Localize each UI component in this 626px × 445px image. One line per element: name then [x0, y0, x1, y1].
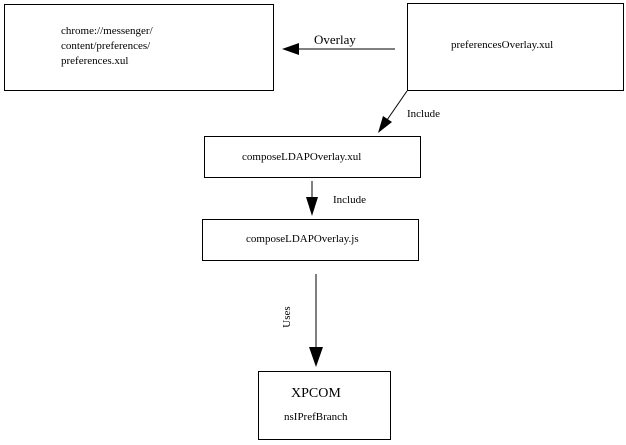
include-arrow-1-line — [386, 90, 408, 121]
include-arrowhead-1 — [378, 116, 392, 133]
uses-edge-label: Uses — [281, 306, 293, 328]
compose-ldap-js-box: composeLDAPOverlay.js — [202, 219, 419, 261]
compose-ldap-xul-label: composeLDAPOverlay.xul — [242, 151, 362, 163]
preferences-overlay-label: preferencesOverlay.xul — [451, 39, 554, 51]
compose-ldap-js-label: composeLDAPOverlay.js — [246, 233, 359, 245]
xpcom-box: XPCOM nsIPrefBranch — [258, 371, 391, 440]
chrome-url-line-1: chrome://messenger/ — [61, 25, 153, 37]
chrome-url-line-2: content/preferences/ — [61, 40, 151, 52]
compose-ldap-xul-box: composeLDAPOverlay.xul — [204, 136, 421, 178]
include-edge-label-2: Include — [333, 194, 366, 206]
include-arrowhead-2 — [306, 197, 318, 216]
overlay-edge-label: Overlay — [314, 32, 356, 47]
include-edge-label-1: Include — [407, 108, 440, 120]
uses-arrowhead — [309, 347, 323, 367]
chrome-preferences-xul-box: chrome://messenger/ content/preferences/… — [4, 4, 274, 91]
xpcom-title: XPCOM — [291, 386, 341, 401]
preferences-overlay-box: preferencesOverlay.xul — [407, 3, 624, 91]
xpcom-subtitle: nsIPrefBranch — [284, 411, 348, 423]
overlay-arrowhead — [282, 43, 299, 55]
chrome-url-line-3: preferences.xul — [61, 55, 129, 67]
